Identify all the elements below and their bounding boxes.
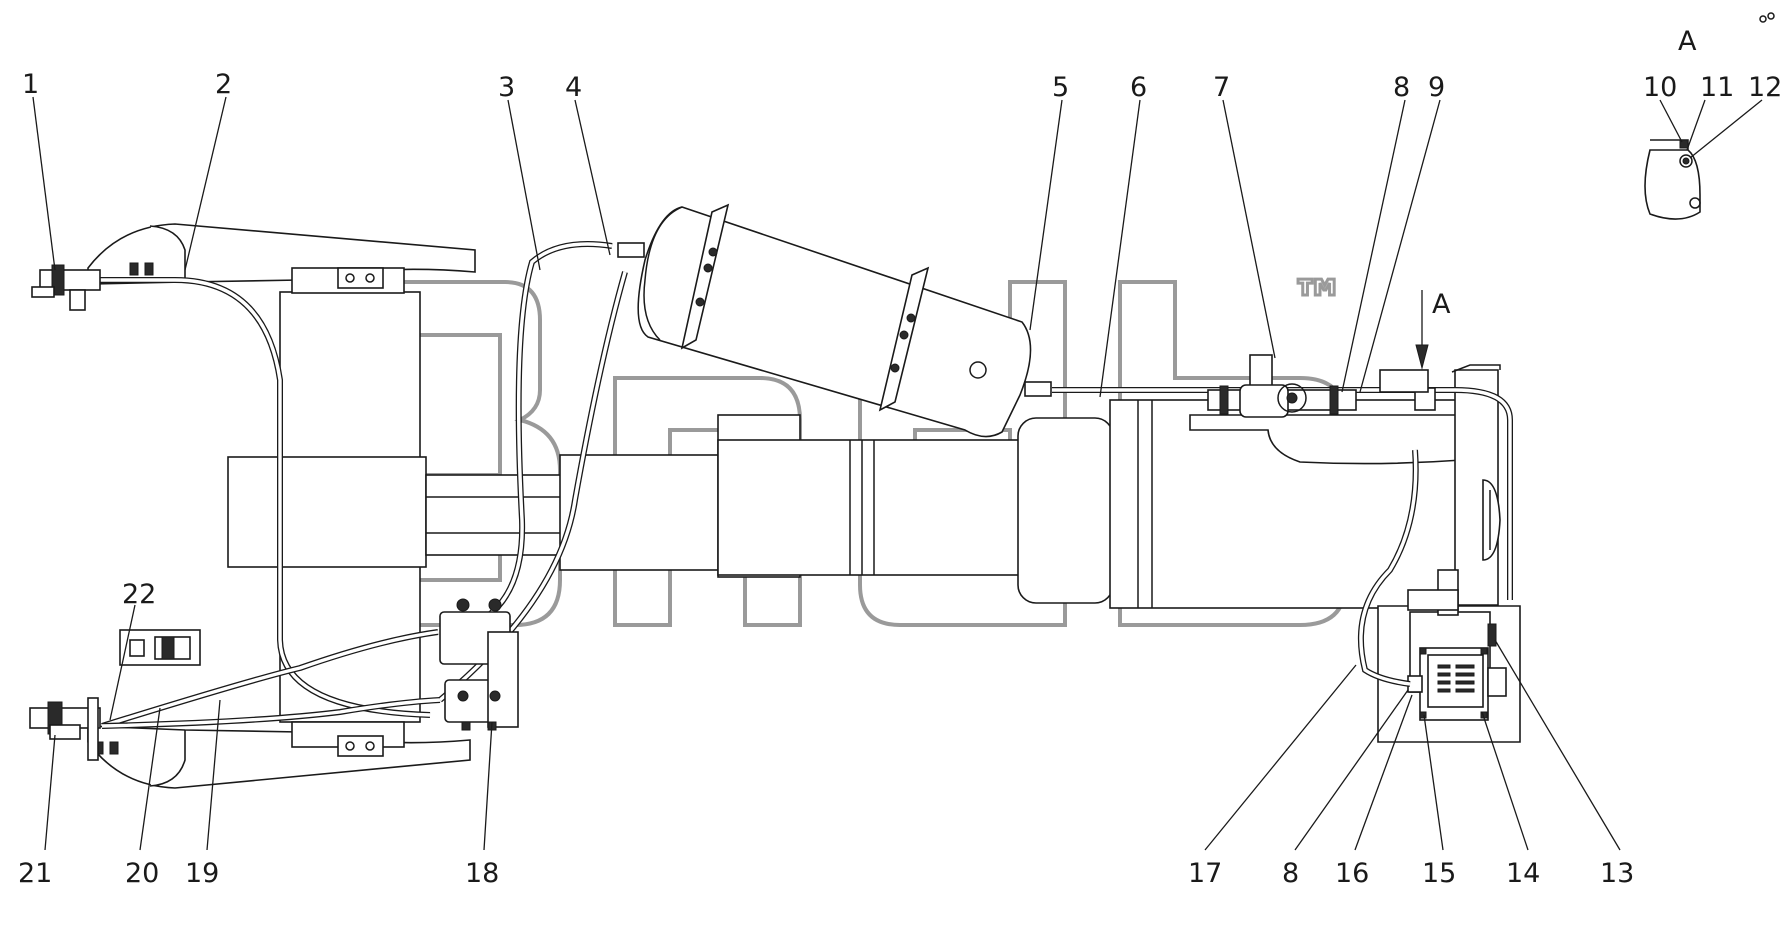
callout-1: 1 xyxy=(22,69,39,100)
section-a-detail xyxy=(1644,12,1775,220)
callout-8-bottom: 8 xyxy=(1282,858,1299,889)
callout-17: 17 xyxy=(1188,858,1222,889)
callout-20: 20 xyxy=(125,858,159,889)
section-arrow-a xyxy=(1415,290,1429,370)
callout-4: 4 xyxy=(565,72,582,103)
callout-22: 22 xyxy=(122,579,156,610)
coupling-22 xyxy=(119,629,201,666)
callout-18: 18 xyxy=(465,858,499,889)
drive-shaft xyxy=(425,414,1114,604)
callout-11: 11 xyxy=(1700,72,1734,103)
callout-9: 9 xyxy=(1428,72,1445,103)
air-receiver-tank xyxy=(617,203,1052,438)
callout-14: 14 xyxy=(1506,858,1540,889)
callout-6: 6 xyxy=(1130,72,1147,103)
callout-12: 12 xyxy=(1748,72,1782,103)
callout-3: 3 xyxy=(498,72,515,103)
section-arrow-label: A xyxy=(1432,289,1451,320)
callout-5: 5 xyxy=(1052,72,1069,103)
callout-16: 16 xyxy=(1335,858,1369,889)
section-view-label: A xyxy=(1678,26,1697,57)
fitting-1 xyxy=(31,264,101,311)
air-hoses xyxy=(98,241,1513,729)
callout-8-top: 8 xyxy=(1393,72,1410,103)
valve-cluster-18 xyxy=(439,598,519,731)
callout-2: 2 xyxy=(215,69,232,100)
callout-21: 21 xyxy=(18,858,52,889)
fitting-21 xyxy=(29,697,101,761)
callout-15: 15 xyxy=(1422,858,1456,889)
watermark-trademark: ™ xyxy=(1290,269,1346,334)
callout-10: 10 xyxy=(1643,72,1677,103)
callout-7: 7 xyxy=(1213,72,1230,103)
callout-labels: 1 2 3 4 5 6 7 8 9 10 11 12 13 14 15 16 8… xyxy=(18,26,1782,889)
leader-lines xyxy=(32,96,1763,851)
callout-13: 13 xyxy=(1600,858,1634,889)
bolt-marker-13 xyxy=(1487,623,1497,647)
pressure-regulator-7-9 xyxy=(1207,354,1436,418)
engine-housing xyxy=(1109,364,1521,743)
callout-19: 19 xyxy=(185,858,219,889)
